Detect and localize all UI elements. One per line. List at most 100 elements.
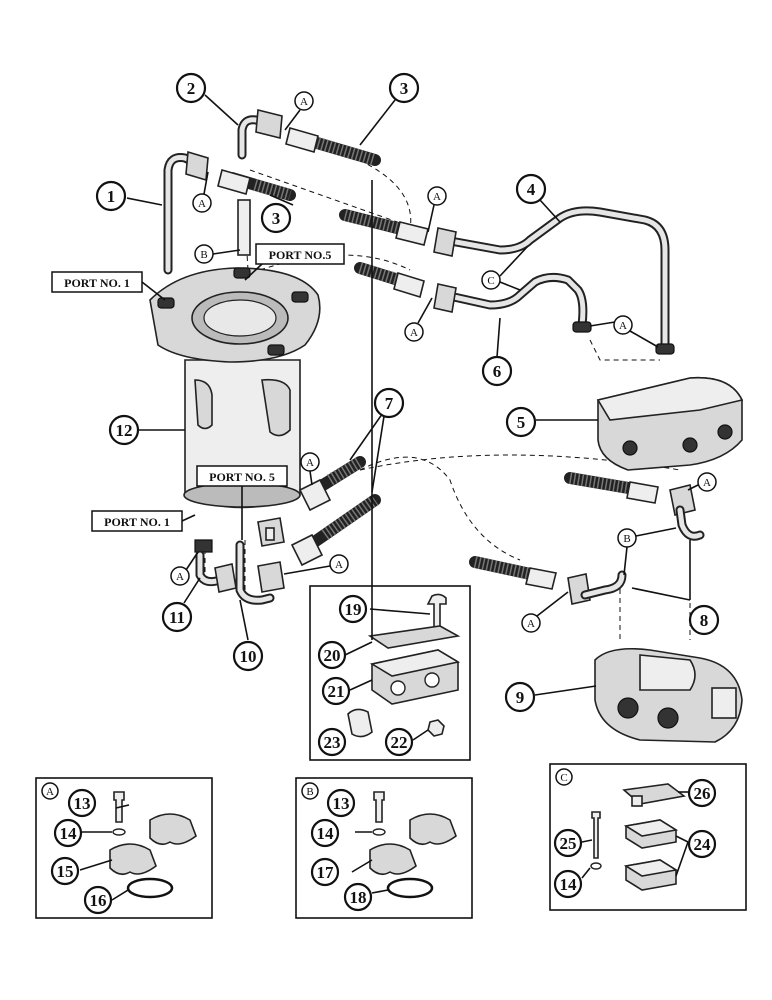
port-label-5-bottom: PORT NO. 5 <box>196 465 288 540</box>
pump-9 <box>594 647 743 743</box>
svg-text:PORT NO. 5: PORT NO. 5 <box>209 470 275 484</box>
letter-a-10: A <box>521 591 569 633</box>
svg-text:11: 11 <box>169 608 185 627</box>
callout-23: 23 <box>317 727 347 757</box>
svg-text:B: B <box>306 786 313 798</box>
svg-text:A: A <box>306 457 314 469</box>
letter-b-1: B <box>194 244 241 264</box>
callout-18: 18 <box>343 882 373 912</box>
svg-text:13: 13 <box>333 794 350 813</box>
hose-7-lower <box>290 494 381 567</box>
letter-a-9: A <box>283 554 349 575</box>
callout-21: 21 <box>321 676 351 706</box>
callout-26: 26 <box>687 778 717 808</box>
hose-3-upper <box>285 127 381 166</box>
svg-text:A: A <box>433 191 441 203</box>
svg-text:25: 25 <box>560 834 577 853</box>
callout-6: 6 <box>481 355 513 387</box>
svg-text:A: A <box>335 559 343 571</box>
callout-20: 20 <box>317 640 347 670</box>
letter-b-2: B <box>617 527 677 576</box>
inset-b <box>295 777 473 919</box>
svg-text:9: 9 <box>516 688 525 707</box>
svg-text:23: 23 <box>324 733 341 752</box>
svg-text:16: 16 <box>90 891 107 910</box>
clamp-inset <box>309 585 471 761</box>
callout-4: 4 <box>515 173 547 205</box>
letter-b-inset: B <box>301 782 319 800</box>
callout-1: 1 <box>95 180 127 212</box>
svg-text:12: 12 <box>116 421 133 440</box>
letter-a-8: A <box>170 551 199 586</box>
svg-text:8: 8 <box>700 611 709 630</box>
letter-a-7: A <box>687 472 717 492</box>
callout-15: 15 <box>50 856 80 886</box>
callout-12: 12 <box>108 414 140 446</box>
letter-a-inset: A <box>41 782 59 800</box>
svg-text:20: 20 <box>324 646 341 665</box>
svg-text:A: A <box>410 327 418 339</box>
port-label-1-top: PORT NO. 1 <box>51 271 166 301</box>
callout-25: 25 <box>553 828 583 858</box>
svg-text:18: 18 <box>350 888 367 907</box>
svg-text:A: A <box>46 786 54 798</box>
svg-text:24: 24 <box>694 835 712 854</box>
svg-text:C: C <box>560 772 567 784</box>
svg-text:6: 6 <box>493 362 502 381</box>
hose-right-upper <box>564 472 659 504</box>
hose-middle-right <box>339 209 429 246</box>
svg-text:22: 22 <box>391 733 408 752</box>
svg-text:A: A <box>619 320 627 332</box>
callout-2: 2 <box>175 72 207 104</box>
elbow-11 <box>194 539 237 593</box>
svg-text:4: 4 <box>527 180 536 199</box>
callout-5: 5 <box>505 406 537 438</box>
svg-text:3: 3 <box>272 209 281 228</box>
letter-c-1: C <box>481 245 529 291</box>
svg-text:PORT NO.5: PORT NO.5 <box>269 248 332 262</box>
elbow-8-lower <box>567 570 627 605</box>
elbow-8-upper <box>669 484 705 541</box>
port-label-5-top: PORT NO.5 <box>244 243 345 281</box>
letter-a-6: A <box>300 452 320 486</box>
tube-6 <box>433 272 592 333</box>
svg-text:19: 19 <box>345 600 362 619</box>
hose-lower-right <box>354 262 425 299</box>
straight-tube <box>237 199 251 256</box>
callout-22: 22 <box>384 727 414 757</box>
svg-text:21: 21 <box>328 682 345 701</box>
svg-text:3: 3 <box>400 79 409 98</box>
svg-text:PORT NO. 1: PORT NO. 1 <box>104 515 170 529</box>
letter-a-5: A <box>589 315 659 348</box>
callout-14-c: 14 <box>553 869 583 899</box>
flange-fitting <box>257 517 285 547</box>
inset-a <box>35 777 213 919</box>
callout-17: 17 <box>310 857 340 887</box>
svg-text:A: A <box>176 571 184 583</box>
svg-text:14: 14 <box>317 824 335 843</box>
callout-14-a: 14 <box>53 818 83 848</box>
svg-text:26: 26 <box>694 784 711 803</box>
valve-5 <box>596 376 744 471</box>
letter-a-1: A <box>284 91 314 131</box>
elbow-2 <box>237 108 283 160</box>
letter-a-4: A <box>404 297 433 342</box>
callout-19: 19 <box>338 594 368 624</box>
callout-10: 10 <box>232 640 264 672</box>
svg-text:A: A <box>300 96 308 108</box>
callout-7: 7 <box>373 387 405 419</box>
hose-3-lower <box>217 169 296 201</box>
svg-text:5: 5 <box>517 413 526 432</box>
hose-7-upper <box>298 456 366 512</box>
callout-11: 11 <box>161 601 193 633</box>
leader-lines <box>79 94 691 901</box>
svg-text:A: A <box>527 618 535 630</box>
callout-16: 16 <box>83 885 113 915</box>
callout-8: 8 <box>688 604 720 636</box>
callout-13-a: 13 <box>67 788 97 818</box>
callout-13-b: 13 <box>326 788 356 818</box>
svg-text:C: C <box>487 275 494 287</box>
svg-text:7: 7 <box>385 394 394 413</box>
letter-callouts: A A B A C A A A A B A A A A B C <box>41 91 717 800</box>
